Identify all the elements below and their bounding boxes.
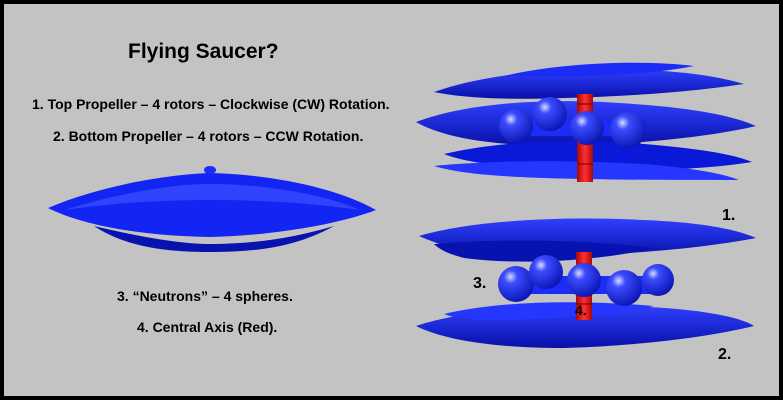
diagram-title: Flying Saucer? xyxy=(128,40,279,63)
bottom-assembly xyxy=(416,218,756,348)
top-assembly xyxy=(416,62,756,182)
legend-item-bottom-propeller: 2. Bottom Propeller – 4 rotors – CCW Rot… xyxy=(53,128,364,144)
marker-top-propeller: 1. xyxy=(722,207,736,224)
marker-bottom-propeller: 2. xyxy=(718,346,732,363)
saucer-illustrations xyxy=(48,62,756,348)
marker-neutrons: 3. xyxy=(473,275,487,292)
marker-central-axis: 4. xyxy=(575,302,587,318)
legend-item-top-propeller: 1. Top Propeller – 4 rotors – Clockwise … xyxy=(32,96,390,112)
legend-item-neutrons: 3. “Neutrons” – 4 spheres. xyxy=(117,288,293,304)
closed-saucer xyxy=(48,166,376,252)
legend-item-central-axis: 4. Central Axis (Red). xyxy=(137,319,278,335)
